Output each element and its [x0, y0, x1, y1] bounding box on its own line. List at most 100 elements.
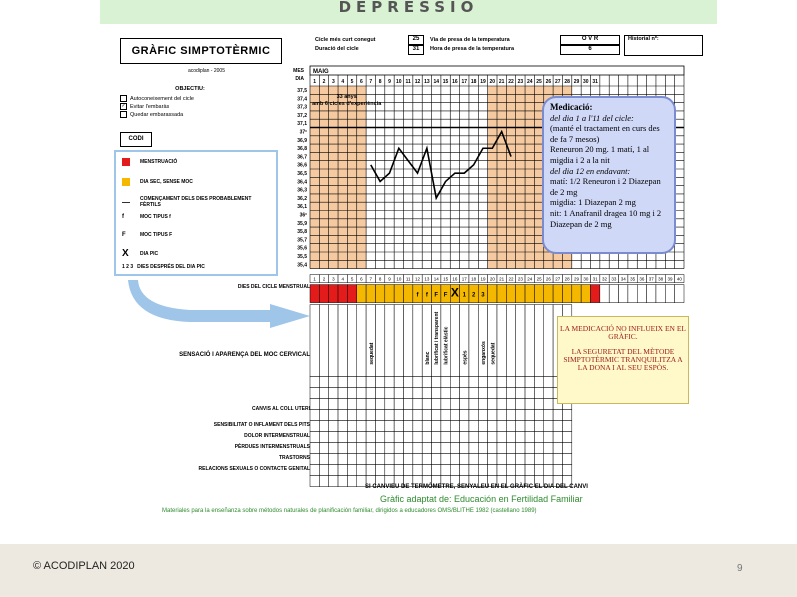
symptom-cell — [450, 431, 460, 443]
symptom-cell — [524, 398, 535, 410]
symptom-cell — [515, 409, 526, 421]
symptom-cell — [412, 398, 423, 410]
cycle-code-mark: F — [444, 293, 448, 299]
symptom-cell — [450, 464, 460, 476]
day-number-label: 3 — [332, 79, 335, 85]
symptom-cell — [337, 464, 348, 476]
footer-adapted: Gràfic adaptat de: Educación en Fertilid… — [380, 494, 583, 504]
symptom-cell — [365, 420, 376, 432]
cycle-day-number: 16 — [452, 277, 458, 282]
symptom-cell — [384, 453, 395, 465]
symptom-cell — [384, 376, 395, 388]
day-number-label: 28 — [564, 79, 570, 85]
symptom-cell — [403, 442, 414, 454]
symptom-cell — [552, 420, 563, 432]
day-number-label: 4 — [341, 79, 344, 85]
symptom-cell — [459, 387, 470, 399]
cycle-day-number: 19 — [480, 277, 486, 282]
symptom-cell — [412, 387, 423, 399]
temp-tick-label: 36,1 — [297, 204, 307, 210]
medication-line: (manté el tractament en curs des de fa 7… — [550, 123, 660, 144]
symptom-cell — [524, 304, 535, 377]
symptom-cell — [403, 387, 414, 399]
symptom-cell — [543, 398, 554, 410]
temp-tick-label: 36,3 — [297, 188, 307, 194]
symptom-cell — [431, 431, 442, 443]
symptom-cell — [337, 398, 348, 410]
cycle-day-number: 40 — [677, 277, 683, 282]
temp-tick-label: 35,6 — [297, 246, 307, 252]
symptom-cell — [421, 431, 432, 443]
code-cell — [618, 284, 629, 303]
symptom-cell — [450, 453, 460, 465]
symptom-cell — [534, 464, 544, 476]
symptom-cell — [487, 409, 498, 421]
code-cell — [665, 284, 675, 303]
symptom-cell — [328, 376, 339, 388]
mucus-description: blanc — [425, 351, 431, 364]
row-label-relations: RELACIONS SEXUALS O CONTACTE GENITAL — [198, 466, 310, 472]
cycle-day-number: 4 — [341, 277, 344, 282]
symptom-cell — [440, 420, 451, 432]
symptom-cell — [365, 453, 376, 465]
symptom-cell — [375, 409, 386, 421]
symptom-cell — [431, 464, 442, 476]
symptom-cell — [468, 464, 479, 476]
temp-tick-label: 37,5 — [297, 88, 307, 94]
symptom-cell — [412, 464, 423, 476]
symptom-cell — [524, 420, 535, 432]
symptom-cell — [328, 464, 339, 476]
symptom-cell — [450, 409, 460, 421]
code-cell — [599, 284, 610, 303]
symptom-cell — [440, 387, 451, 399]
symptom-cell — [328, 420, 339, 432]
symptom-cell — [478, 376, 488, 388]
symptom-cell — [487, 464, 498, 476]
code-cell — [627, 284, 638, 303]
cycle-code-mark: 1 — [463, 293, 467, 299]
temp-tick-label: 37,4 — [297, 96, 307, 102]
symptom-cell — [403, 453, 414, 465]
symptom-cell — [431, 387, 442, 399]
symptom-cell — [459, 420, 470, 432]
note-line2: LA SEGURETAT DEL MÈTODE SIMPTOTÈRMIC TRA… — [563, 346, 683, 373]
symptom-cell — [524, 376, 535, 388]
code-cell — [337, 284, 348, 303]
mucus-description: lubrificat i transparent — [434, 311, 440, 364]
day-number-label: 27 — [555, 79, 561, 85]
symptom-cell — [534, 304, 544, 377]
code-cell — [552, 284, 563, 303]
symptom-cell — [319, 464, 329, 476]
row-label-cycle-days: DIES DEL CICLE MENSTRUAL — [237, 284, 310, 290]
symptom-cell — [506, 409, 516, 421]
symptom-cell — [478, 304, 488, 377]
symptom-cell — [478, 453, 488, 465]
symptom-cell — [450, 304, 460, 377]
symptom-cell — [309, 464, 320, 476]
symptom-cell — [459, 453, 470, 465]
symptom-cell — [412, 376, 423, 388]
temp-tick-label: 35,4 — [297, 262, 307, 268]
symptom-cell — [478, 409, 488, 421]
header-labels-left: Cicle més curt conegut Duració del cicle — [315, 36, 376, 54]
symptom-cell — [459, 431, 470, 443]
symptom-cell — [347, 420, 357, 432]
symptom-cell — [506, 420, 516, 432]
symptom-cell — [319, 387, 329, 399]
symptom-cell — [515, 453, 526, 465]
symptom-cell — [328, 304, 339, 377]
symptom-cell — [468, 420, 479, 432]
cycle-day-number: 2 — [323, 277, 326, 282]
cycle-day-number: 20 — [490, 277, 496, 282]
cycle-day-number: 32 — [602, 277, 608, 282]
symptom-cell — [337, 376, 348, 388]
code-cell — [655, 284, 666, 303]
symptom-cell — [459, 409, 470, 421]
symptom-cell — [328, 409, 339, 421]
symptom-cell — [384, 431, 395, 443]
symptom-cell — [506, 442, 516, 454]
cycle-day-number: 35 — [630, 277, 636, 282]
cycle-day-number: 14 — [434, 277, 440, 282]
symptom-cell — [515, 304, 526, 377]
